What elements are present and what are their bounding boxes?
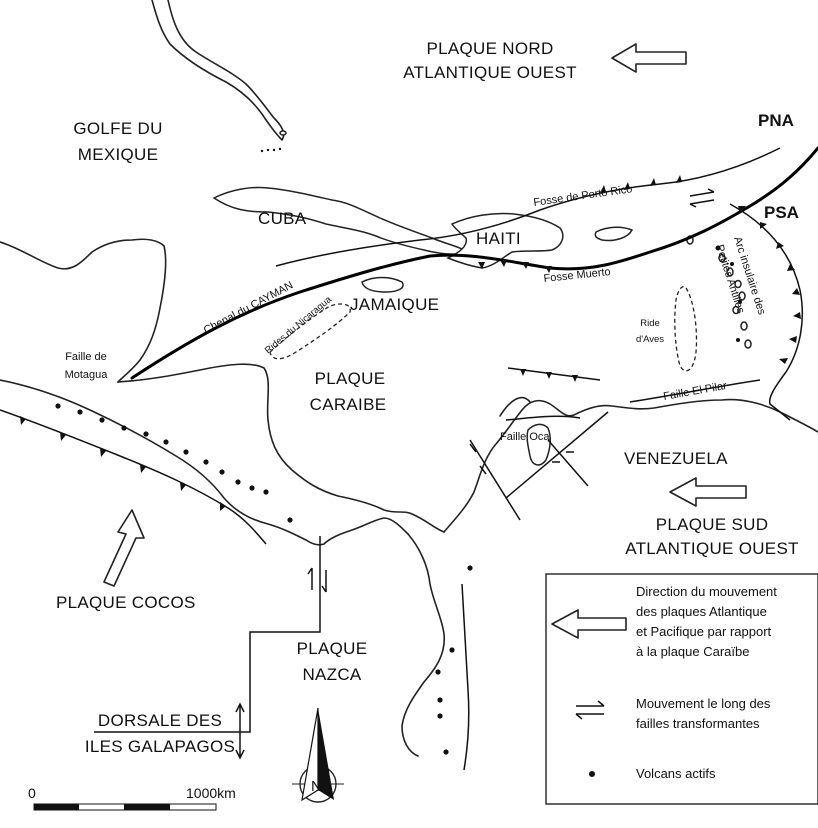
cuba-label: CUBA [258,209,307,228]
mexico-coast [0,238,167,383]
galapagos-fracture-zone [94,536,321,733]
plate-boundary-north [130,146,818,380]
caribbean-plate-label-2: CARAIBE [310,395,387,414]
pna-label: PNA [758,111,794,130]
porto-rico-label: Fosse de Porto Rico [533,183,633,209]
cocos-plate-label: PLAQUE COCOS [56,593,196,612]
legend-item-1-line-1: Direction du mouvement [636,584,777,599]
legend-item-1-line-4: à la plaque Caraïbe [636,644,749,659]
scale-start-label: 0 [28,785,36,801]
antilles-trench [729,203,804,421]
nazca-plate-label-2: NAZCA [302,665,361,684]
panama-transform-arrows [307,567,327,593]
plate-boundary-cayman [275,147,781,267]
central-america-caribbean-coast [117,363,445,533]
legend: Direction du mouvement des plaques Atlan… [545,573,818,805]
south-plate-label-1: PLAQUE SUD [656,515,769,534]
oca-label: Faille Oca [500,431,550,443]
antilles-trench-teeth [738,206,801,364]
legend-item-2-line-1: Mouvement le long des [636,696,771,711]
lesser-antilles-islands [686,235,752,349]
motagua-label-1: Faille de [65,351,107,363]
south-caribbean-belt [507,367,601,381]
north-plate-arrow-icon [611,43,687,73]
colombia-coast [443,398,818,533]
galapagos-label-1: DORSALE DES [98,711,222,730]
legend-item-3-line-1: Volcans actifs [636,766,716,781]
el-pilar-fault [629,379,761,403]
peru-trench [461,583,470,771]
south-america-west-coast [401,533,446,757]
scale-bar: 0 1000km [28,785,236,811]
aves-label-1: Ride [640,318,660,329]
volcano-dot-icon [589,771,595,777]
north-plate-label-2: ATLANTIQUE OUEST [403,63,577,82]
keys-islet [279,130,287,136]
lake-maracaibo [526,423,551,466]
venezuela-label: VENEZUELA [624,449,728,468]
transform-fault-arrows-icon [575,700,605,720]
motagua-label-2: Motagua [65,369,109,381]
muerto-trench-teeth [478,260,552,273]
gulf-label-2: MEXIQUE [78,145,159,164]
guajira-coast [499,396,531,417]
porto-rico-transform-arrows [689,188,715,208]
legend-item-1-line-3: et Pacifique par rapport [636,624,772,639]
florida-coast [151,0,285,141]
south-plate-label-2: ATLANTIQUE OUEST [625,539,799,558]
scale-end-label: 1000km [186,785,236,801]
cuba-island [212,186,470,255]
north-plate-label-1: PLAQUE NORD [426,39,553,58]
volcano-dots-central-america [55,403,293,523]
compass-north-label: N [311,778,322,795]
porto-rico-trench-teeth [600,175,682,193]
central-america-pacific-coast [0,379,409,546]
legend-item-2-line-2: failles transformantes [636,716,760,731]
puerto-rico-island [594,226,634,242]
south-plate-arrow-icon [669,477,747,507]
cocos-plate-arrow-icon [103,509,145,587]
oca-faults [469,411,609,521]
plate-motion-arrow-icon [551,609,627,639]
compass-rose-icon: N [292,707,344,803]
cayman-label: Chenal du CAYMAN [202,279,295,336]
galapagos-ridge-arrows [235,702,245,760]
middle-america-trench-teeth [20,416,226,511]
caribbean-plate-label-1: PLAQUE [315,369,386,388]
nicaragua-rise [269,303,351,360]
aves-label-2: d'Aves [636,334,664,345]
psa-label: PSA [764,203,799,222]
aves-ridge [674,286,698,372]
middle-america-trench [0,409,267,545]
haiti-label: HAITI [476,229,521,248]
volcano-dots-andes [435,565,473,755]
jamaica-label: JAMAIQUE [350,295,439,314]
legend-item-1-line-2: des plaques Atlantique [636,604,767,619]
jamaica-island [361,276,404,293]
gulf-label-1: GOLFE DU [73,119,162,138]
south-caribbean-teeth [520,369,578,382]
galapagos-label-2: ILES GALAPAGOS [85,737,235,756]
nazca-plate-label-1: PLAQUE [297,639,368,658]
